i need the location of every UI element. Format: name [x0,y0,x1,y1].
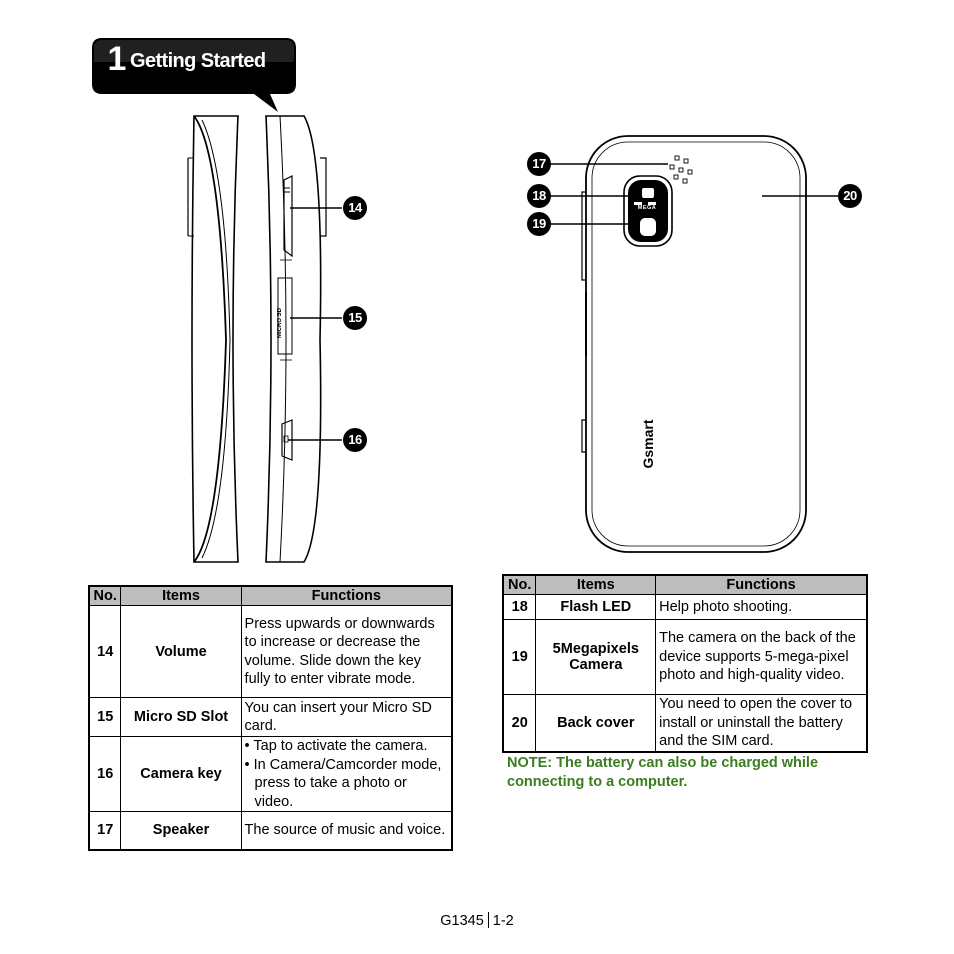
page-footer: G1345 1-2 [0,912,954,930]
footer-model: G1345 [440,913,484,929]
table-row: 15 Micro SD Slot You can insert your Mic… [88,697,453,737]
row-no: 20 [502,694,537,752]
device-side-views [187,115,327,563]
callout-20: 20 [838,184,862,208]
row-no: 15 [88,697,122,737]
row-no: 16 [88,736,122,812]
badge-shape [92,38,296,112]
device-back-view [581,135,807,553]
callout-17: 17 [527,152,551,176]
callout-15: 15 [343,306,367,330]
list-item: In Camera/Camcorder mode, press to take … [245,756,448,812]
right-spec-table: No. Items Functions 18 Flash LED Help ph… [502,574,868,753]
row-no: 18 [502,594,537,620]
footer-page-number: 1-2 [492,913,514,929]
table-row: 18 Flash LED Help photo shooting. [502,594,868,620]
mega-label: MEGA [637,205,657,211]
row-function: Tap to activate the camera. In Camera/Ca… [240,736,453,812]
left-spec-table: No. Items Functions 14 Volume Press upwa… [88,585,453,851]
side-view-right [265,115,327,563]
table-header-row: No. Items Functions [502,574,868,595]
header-functions: Functions [655,574,868,595]
brand-logo: Gsmart [640,419,656,469]
list-item: Tap to activate the camera. [245,737,448,756]
header-no: No. [502,574,537,595]
footer-separator [487,912,489,928]
row-no: 14 [88,605,122,698]
header-functions: Functions [240,585,453,606]
speaker-holes [669,155,693,184]
callout-14: 14 [343,196,367,220]
row-no: 19 [502,619,537,695]
callout-16: 16 [343,428,367,452]
row-item: Camera key [120,736,242,812]
row-item: Flash LED [535,594,657,620]
table-header-row: No. Items Functions [88,585,453,606]
header-items: Items [535,574,657,595]
row-no: 17 [88,811,122,850]
callout-19: 19 [527,212,551,236]
callout-18: 18 [527,184,551,208]
table-row: 16 Camera key Tap to activate the camera… [88,736,453,812]
bullet-list: Tap to activate the camera. In Camera/Ca… [245,737,448,811]
callout-lines-right [550,163,838,225]
row-item: Micro SD Slot [120,697,242,737]
row-function: Help photo shooting. [655,594,868,620]
row-item: Speaker [120,811,242,850]
row-item: Back cover [535,694,657,752]
table-row: 14 Volume Press upwards or downwards to … [88,605,453,698]
chapter-title: Getting Started [130,50,266,72]
callout-lines-left [288,207,342,441]
table-row: 19 5Megapixels Camera The camera on the … [502,619,868,695]
row-item: 5Megapixels Camera [535,619,657,695]
row-function: You can insert your Micro SD card. [240,697,453,737]
row-function: The camera on the back of the device sup… [655,619,868,695]
row-function: Press upwards or downwards to increase o… [240,605,453,698]
row-item: Volume [120,605,242,698]
battery-note: NOTE: The battery can also be charged wh… [507,755,819,790]
chapter-badge: 1 Getting Started [92,38,296,112]
row-function: The source of music and voice. [240,811,453,850]
side-view-left [187,115,239,563]
row-function: You need to open the cover to install or… [655,694,868,752]
table-row: 20 Back cover You need to open the cover… [502,694,868,752]
header-no: No. [88,585,122,606]
header-items: Items [120,585,242,606]
chapter-number: 1 [107,40,127,78]
table-row: 17 Speaker The source of music and voice… [88,811,453,850]
